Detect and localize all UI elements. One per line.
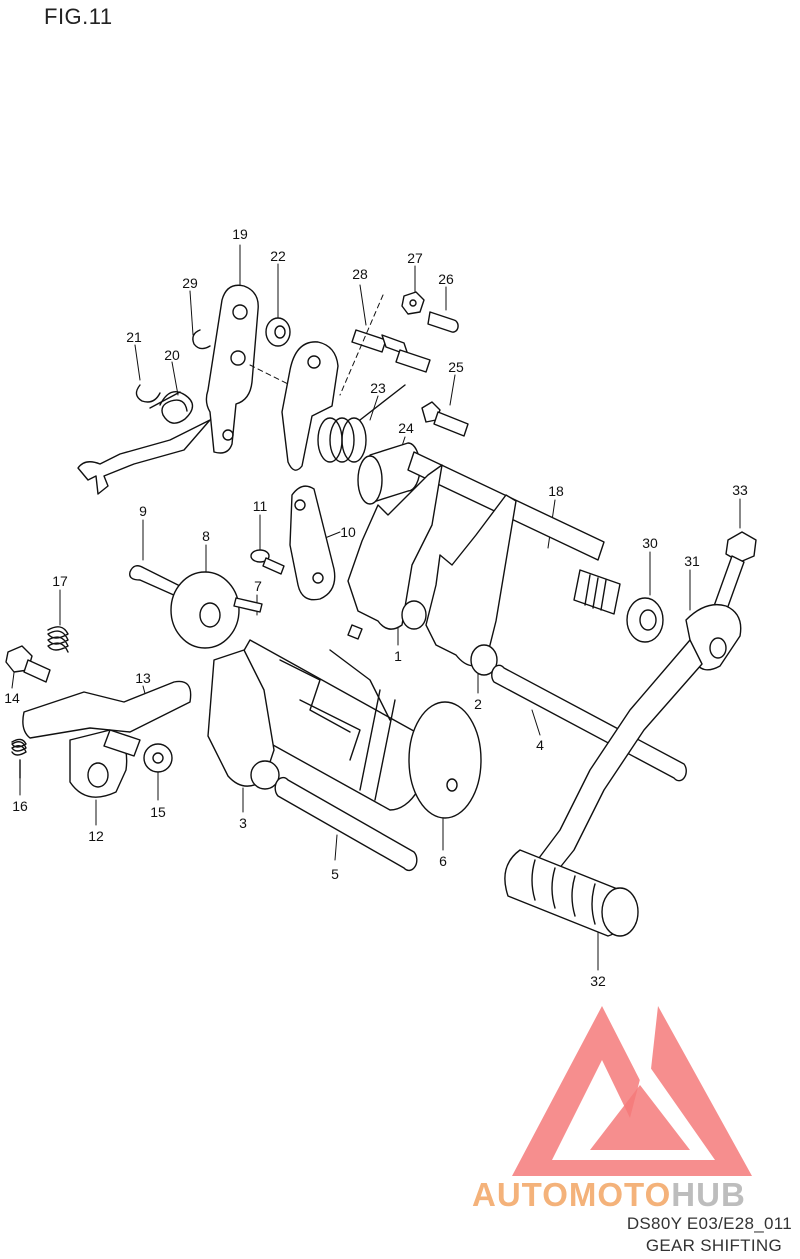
- callout-31: 31: [684, 553, 700, 569]
- callout-5: 5: [331, 866, 339, 882]
- callout-20: 20: [164, 347, 180, 363]
- part-28-pivot-bolt: [339, 294, 431, 396]
- watermark-text: AUTOMOTOHUB: [472, 1176, 746, 1214]
- watermark-text-part1: AUTOMOTO: [472, 1176, 672, 1213]
- part-15-washer: [143, 743, 173, 773]
- part-10-stopper-plate: [289, 485, 336, 601]
- callout-13: 13: [135, 670, 151, 686]
- callout-18: 18: [548, 483, 564, 499]
- callout-32: 32: [590, 973, 606, 989]
- part-21-clip: [135, 384, 161, 403]
- part-2-shift-fork: [425, 494, 517, 676]
- part-11-screw: [250, 549, 285, 575]
- callout-1: 1: [394, 648, 402, 664]
- callout-19: 19: [232, 226, 248, 242]
- callout-25: 25: [448, 359, 464, 375]
- callout-22: 22: [270, 248, 286, 264]
- watermark-text-part2: HUB: [671, 1176, 746, 1213]
- callout-24: 24: [398, 420, 414, 436]
- part-5-fork-shaft: [274, 776, 418, 872]
- callout-6: 6: [439, 853, 447, 869]
- diagram-code: DS80Y E03/E28_011: [626, 1214, 792, 1233]
- part-16-spring: [11, 738, 27, 779]
- part-14-bolt: [5, 645, 51, 683]
- callout-21: 21: [126, 329, 142, 345]
- callout-16: 16: [12, 798, 28, 814]
- part-29-clip: [192, 329, 211, 350]
- part-3-shift-fork: [207, 649, 280, 790]
- callout-28: 28: [352, 266, 368, 282]
- figure-title: FIG.11: [44, 4, 113, 29]
- callout-10: 10: [340, 524, 356, 540]
- part-27-nut: [401, 291, 425, 315]
- callout-8: 8: [202, 528, 210, 544]
- part-25-bolt: [421, 401, 469, 437]
- part-23-spring: [317, 384, 406, 463]
- callout-27: 27: [407, 250, 423, 266]
- diagram-title: GEAR SHIFTING: [645, 1236, 782, 1255]
- part-13-arm: [22, 680, 192, 757]
- part-8-cam-plate: [170, 571, 240, 649]
- part-7-pin: [233, 597, 263, 613]
- part-4-fork-shaft: [491, 664, 687, 782]
- callout-30: 30: [642, 535, 658, 551]
- part-31-gearshift-lever-link: [685, 603, 742, 671]
- part-20-spring: [149, 391, 194, 424]
- part-22-washer: [265, 317, 291, 347]
- part-gearshift-cam-stopper: [281, 341, 339, 471]
- part-24-shaft-seal: [357, 442, 421, 505]
- callout-26: 26: [438, 271, 454, 287]
- part-6-gearshift-cam: [209, 639, 482, 819]
- callout-15: 15: [150, 804, 166, 820]
- callout-4: 4: [536, 737, 544, 753]
- callout-7: 7: [254, 578, 262, 594]
- callout-3: 3: [239, 815, 247, 831]
- callout-14: 14: [4, 690, 20, 706]
- callout-29: 29: [182, 275, 198, 291]
- callout-23: 23: [370, 380, 386, 396]
- part-9-screw: [129, 565, 181, 597]
- part-32-gearshift-pedal: [504, 639, 703, 937]
- part-19-shift-arm: [77, 284, 259, 495]
- part-26-bolt: [427, 311, 459, 333]
- part-30-oil-seal: [626, 597, 664, 643]
- part-17-spring: [47, 626, 69, 653]
- watermark-logo-icon: [512, 1006, 752, 1176]
- callout-33: 33: [732, 482, 748, 498]
- callout-9: 9: [139, 503, 147, 519]
- callout-2: 2: [474, 696, 482, 712]
- part-33-bolt: [713, 531, 757, 613]
- callout-17: 17: [52, 573, 68, 589]
- part-1-shift-fork: [347, 464, 443, 640]
- callout-12: 12: [88, 828, 104, 844]
- callout-11: 11: [252, 498, 268, 514]
